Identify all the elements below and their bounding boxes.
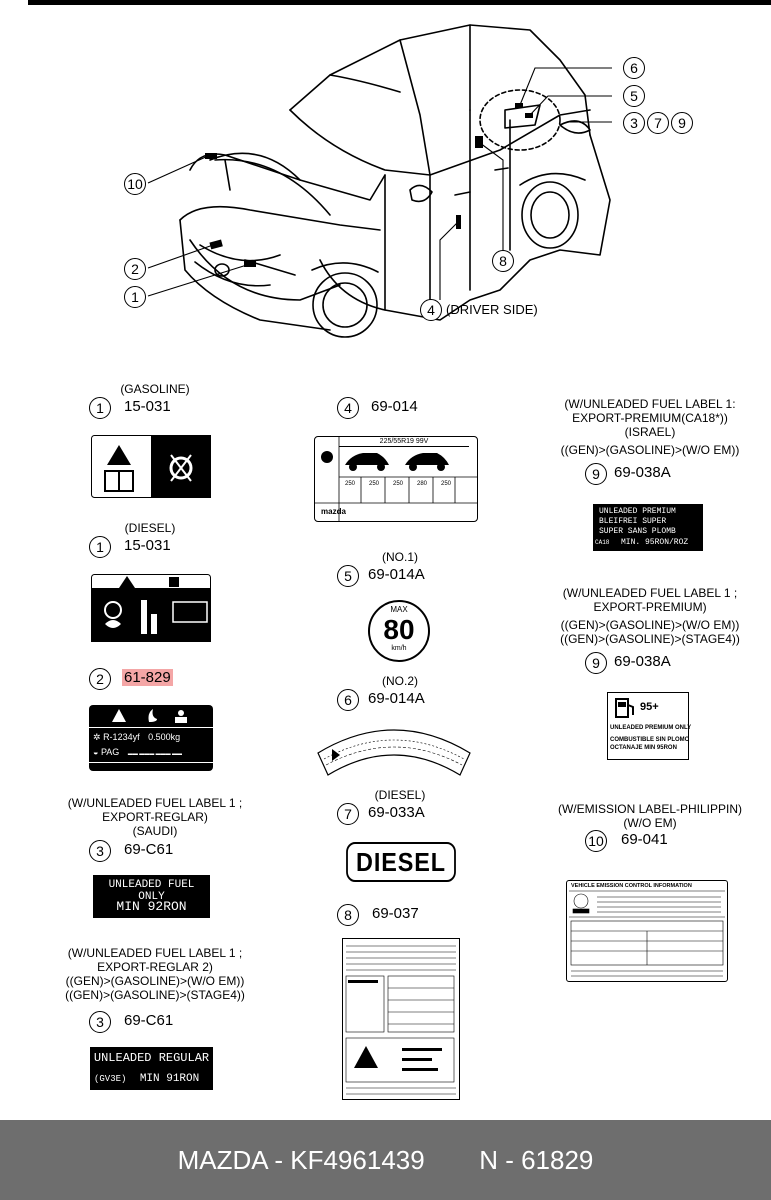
label-9b-part-number: 69-038A [614,653,671,670]
label-1-diesel-part-number: 15-031 [124,537,171,554]
label-1-gasoline-image [91,435,211,498]
pag-text: PAG [100,747,120,757]
label-9a-number: 9 [585,463,607,485]
footer-diagram-code: N - 61829 [479,1145,594,1175]
label-4-number: 4 [337,397,359,419]
label-4-part-number: 69-014 [371,398,418,415]
label-3b-number: 3 [89,1011,111,1033]
label-9b-number: 9 [585,652,607,674]
caption-7: (DIESEL) [374,788,426,802]
callout-10: 10 [124,173,146,195]
callout-9: 9 [671,112,693,134]
caption-9a-line2: EXPORT-PREMIUM(CA18*)) [572,411,728,425]
label-2-number: 2 [89,668,111,690]
caption-10-line1: (W/EMISSION LABEL-PHILIPPIN) [557,802,743,816]
label-6-number: 6 [337,689,359,711]
callout-8: 8 [492,250,514,272]
label-2-part-number: 61-829 [122,669,173,686]
caption-6: (NO.2) [382,674,418,688]
label-5-part-number: 69-014A [368,566,425,583]
callout-5: 5 [623,85,645,107]
caption-3a-line1: (W/UNLEADED FUEL LABEL 1 ; [67,796,243,810]
label-1-diesel-image [91,574,211,642]
label-7-part-number: 69-033A [368,804,425,821]
caption-9b-line2: EXPORT-PREMIUM) [593,600,707,614]
caption-1-gasoline: (GASOLINE) [120,382,190,396]
label-2-image: ✲ R-1234yf 0.500kg ◒ PAG ▬▬ ▬▬▬ ▬▬▬ ▬▬ [89,705,213,771]
caption-3b-line1: (W/UNLEADED FUEL LABEL 1 ; [67,946,243,960]
caption-9a-line4: ((GEN)>(GASOLINE)>(W/O EM)) [560,443,740,457]
caption-3b-line2: EXPORT-REGLAR 2) [97,960,213,974]
gear-icon: ✲ [93,732,101,742]
label-8-part-number: 69-037 [372,905,419,922]
label-1-number: 1 [89,397,111,419]
label-7-diesel-badge: DIESEL [346,842,456,882]
label-3b-part-number: 69-C61 [124,1012,174,1029]
callout-2: 2 [124,258,146,280]
label-6-part-number: 69-014A [368,690,425,707]
footer-bar: MAZDA - KF4961439 N - 61829 [0,1120,771,1200]
label-5-number: 5 [337,565,359,587]
caption-3b-line4: ((GEN)>(GASOLINE)>(STAGE4)) [65,988,245,1002]
refrigerant-amount: 0.500kg [148,732,181,742]
label-10-emission-label: VEHICLE EMISSION CONTROL INFORMATION [566,880,728,982]
label-9a-image: UNLEADED PREMIUM BLEIFREI SUPER SUPER SA… [593,504,703,551]
driver-side-label: (DRIVER SIDE) [446,302,538,317]
label-3a-image: UNLEADED FUEL ONLY MIN 92RON [93,875,210,918]
callout-7: 7 [647,112,669,134]
label-8-info-sheet [342,938,460,1100]
caption-3a-line3: (SAUDI) [132,824,178,838]
caption-9b-line1: (W/UNLEADED FUEL LABEL 1 ; [562,586,738,600]
label-3a-number: 3 [89,840,111,862]
label-4-tire-placard: 225/55R19 99V 250 250 250 280 250 mazda [314,436,478,522]
footer-part-number: MAZDA - KF4961439 [177,1145,425,1175]
caption-5: (NO.1) [382,550,418,564]
caption-9a-line3: (ISRAEL) [624,425,676,439]
caption-1-diesel: (DIESEL) [124,521,176,535]
label-10-number: 10 [585,830,607,852]
caption-9b-line3: ((GEN)>(GASOLINE)>(W/O EM)) [560,618,740,632]
label-1-part-number: 15-031 [124,398,171,415]
caption-10-line2: (W/O EM) [623,816,677,830]
label-1-diesel-number: 1 [89,536,111,558]
label-3b-image: UNLEADED REGULAR (GV3E) MIN 91RON [90,1047,213,1090]
label-3a-part-number: 69-C61 [124,841,174,858]
refrigerant-type: R-1234yf [103,732,140,742]
label-5-speed-sign: MAX 80 km/h [368,600,430,662]
callout-6: 6 [623,57,645,79]
caption-9b-line4: ((GEN)>(GASOLINE)>(STAGE4)) [560,632,740,646]
label-10-part-number: 69-041 [621,831,668,848]
caption-3a-line2: EXPORT-REGLAR) [102,810,208,824]
car-illustration [147,24,612,338]
callout-3: 3 [623,112,645,134]
label-8-number: 8 [337,904,359,926]
caption-3b-line3: ((GEN)>(GASOLINE)>(W/O EM)) [65,974,245,988]
top-border [28,0,771,5]
callout-1: 1 [124,286,146,308]
label-7-number: 7 [337,803,359,825]
oil-can-icon: ◒ [93,747,99,757]
label-6-curved-label [317,729,471,776]
label-9b-image: 95+ UNLEADED PREMIUM ONLY COMBUSTIBLE SI… [607,692,691,760]
label-9a-part-number: 69-038A [614,464,671,481]
caption-9a-line1: (W/UNLEADED FUEL LABEL 1: [564,397,736,411]
callout-4: 4 [420,299,442,321]
